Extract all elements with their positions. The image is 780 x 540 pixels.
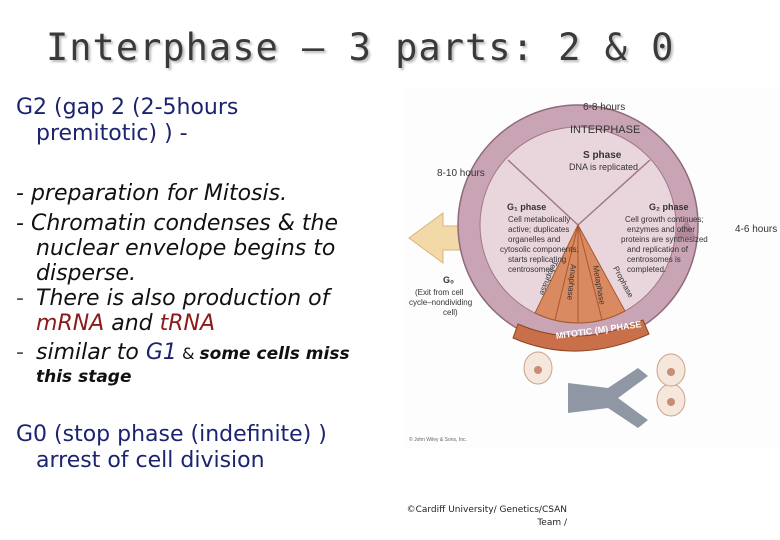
cell-cycle-diagram: 6-8 hours 8-10 hours 4-6 hours INTERPHAS… — [403, 88, 780, 448]
slide-title: Interphase – 3 parts: 2 & 0 — [46, 26, 675, 69]
rna-trna: RNA — [168, 311, 216, 336]
rna-m: m — [36, 311, 58, 336]
label-4-6-hours: 4-6 hours — [735, 224, 777, 235]
bullet-item: -There is also production of — [16, 286, 350, 311]
divider-s-g2 — [577, 159, 651, 226]
bullet-marker: - — [16, 181, 24, 206]
cell-nucleus-icon — [667, 398, 675, 406]
g0-heading: G0 (stop phase (indefinite) ) arrest of … — [16, 422, 327, 474]
footer-line2: Team / — [537, 518, 567, 528]
bullet-item: - Chromatin condenses & the — [16, 211, 350, 236]
g1-phase-desc: Cell metabolically active; duplicates or… — [500, 215, 581, 274]
bullet-marker: - — [16, 286, 24, 311]
cell-nucleus-icon — [667, 368, 675, 376]
s-phase-title: S phase — [583, 150, 622, 161]
bullet-marker: - — [16, 211, 24, 236]
bullet-item: - preparation for Mitosis. — [16, 181, 350, 206]
rna-and: and — [104, 311, 160, 336]
footer-line1: ©Cardiff University/ Genetics/CSAN — [406, 505, 567, 515]
mitotic-wedge — [534, 223, 626, 324]
bullet-marker: - — [16, 340, 24, 365]
division-arrow — [568, 368, 648, 428]
footer-credit: ©Cardiff University/ Genetics/CSAN Team … — [395, 504, 567, 530]
g0-heading-line2: arrest of cell division — [36, 448, 265, 473]
mitotic-divider — [554, 224, 579, 321]
g1-term: G1 — [145, 340, 177, 365]
s-phase-desc: DNA is replicated — [569, 162, 638, 172]
cell-nucleus-icon — [534, 366, 542, 374]
label-8-10-hours: 8-10 hours — [437, 168, 485, 179]
label-6-8-hours: 6-8 hours — [583, 102, 625, 113]
copyright-label: © John Wiley & Sons, Inc. — [409, 436, 467, 443]
divider-g1-s — [507, 159, 579, 226]
bullet-text-cont: this stage — [36, 367, 132, 387]
g2-phase-desc: Cell growth continues; enzymes and other… — [621, 215, 710, 274]
g1-phase-title: G₁ phase — [507, 202, 546, 212]
bullet-list: - preparation for Mitosis. - Chromatin c… — [16, 181, 350, 387]
ring-arrow-tip — [673, 220, 696, 238]
mitotic-divider — [577, 224, 603, 321]
g0-desc: (Exit from cell cycle–nondividing cell) — [409, 288, 474, 317]
rna-mrna: RNA — [57, 311, 105, 336]
bullet-text-cont: nuclear envelope begins to — [36, 236, 336, 261]
g2-phase-title: G₂ phase — [649, 202, 689, 212]
bullet-text-cont: disperse. — [36, 261, 137, 286]
bullet-text: Chromatin condenses & the — [30, 211, 338, 236]
bullet-tail: some cells miss — [199, 344, 350, 364]
rna-line: mRNA and tRNA — [16, 311, 350, 336]
g0-heading-line1: G0 (stop phase (indefinite) ) — [16, 422, 327, 447]
mitotic-band — [512, 319, 650, 352]
cell-cycle-svg: 6-8 hours 8-10 hours 4-6 hours INTERPHAS… — [408, 102, 777, 443]
amp: & — [176, 344, 200, 363]
bullet-text: similar to — [36, 340, 146, 365]
bullet-text: There is also production of — [36, 286, 330, 311]
g2-heading-line1: G2 (gap 2 (2-5hours — [16, 95, 239, 120]
bullet-text: preparation for Mitosis. — [30, 181, 288, 206]
rna-t: t — [159, 311, 169, 336]
bullet-item: -similar to G1 & some cells miss — [16, 340, 350, 367]
anaphase-label: Anaphase — [565, 264, 578, 301]
g0-title: G₀ — [443, 275, 454, 285]
g2-heading-line2: premitotic) ) - — [36, 121, 188, 146]
g2-heading: G2 (gap 2 (2-5hours premitotic) ) - — [16, 95, 238, 147]
interphase-label: INTERPHASE — [570, 124, 640, 136]
